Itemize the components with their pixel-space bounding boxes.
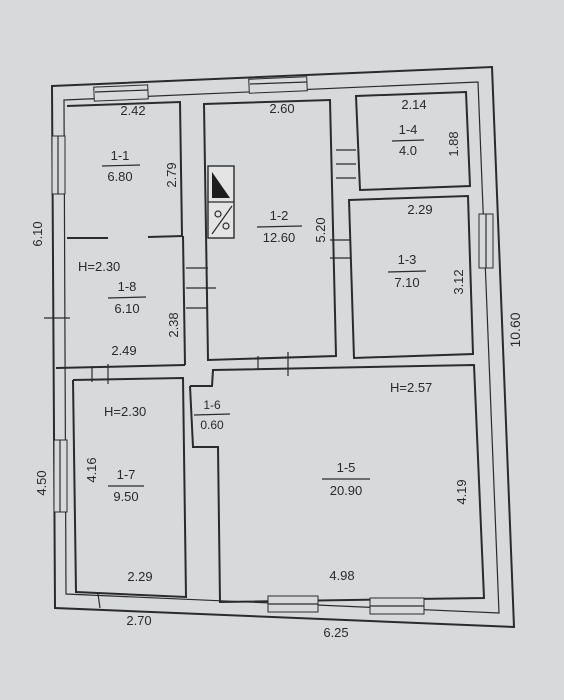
dim-4-19: 4.19 <box>454 479 469 504</box>
fraction-bars <box>101 139 427 487</box>
room-1-5-number: 1-5 <box>337 460 356 475</box>
walls <box>50 65 516 629</box>
dim-2-29-top: 2.29 <box>407 202 432 217</box>
chimney-icon <box>212 172 230 198</box>
dim-2-38: 2.38 <box>166 312 181 337</box>
wall-room-1-3 <box>347 194 475 360</box>
dim-6-25: 6.25 <box>323 625 348 640</box>
wall-room-1-4 <box>354 90 472 192</box>
height-room-1-5: H=2.57 <box>390 380 432 395</box>
fraction-bar-1-4 <box>391 139 425 142</box>
wall-room-1-1 <box>66 100 183 237</box>
dim-10-60: 10.60 <box>507 312 523 347</box>
room-1-7-number: 1-7 <box>117 467 136 482</box>
room-1-4-area: 4.0 <box>399 143 417 158</box>
dim-2-60: 2.60 <box>269 101 294 116</box>
window-top-1-1 <box>93 84 149 102</box>
window-top-1-2 <box>248 76 308 94</box>
stove <box>207 165 235 239</box>
dim-4-50: 4.50 <box>34 470 49 495</box>
dim-2-49: 2.49 <box>111 343 136 358</box>
dim-2-79: 2.79 <box>164 162 179 187</box>
window-glass-line <box>94 89 149 93</box>
dim-2-29-bottom: 2.29 <box>127 569 152 584</box>
door-tick <box>97 593 101 609</box>
dimensions: 2.42 2.60 2.14 1.88 2.79 6.10 5.20 2.29 … <box>30 97 523 640</box>
dim-2-14: 2.14 <box>401 97 426 112</box>
fraction-bar-1-3 <box>387 270 427 273</box>
outer-wall <box>50 65 516 629</box>
room-1-2-number: 1-2 <box>270 208 289 223</box>
stove-diagonal <box>211 205 233 235</box>
fraction-bar-1-6 <box>193 413 231 416</box>
wall-1-8-1-7 <box>55 364 186 369</box>
door-ticks <box>44 149 356 609</box>
wall-room-1-2 <box>202 98 338 362</box>
fraction-bar-1-2 <box>256 225 303 228</box>
wall-room-1-7 <box>72 376 188 599</box>
fraction-bar-1-1 <box>101 164 141 167</box>
fraction-bar-1-8 <box>107 296 147 299</box>
outer-wall-inner-line <box>63 81 500 614</box>
wall-room-1-8-right <box>182 235 186 366</box>
room-1-4-number: 1-4 <box>399 122 418 137</box>
dim-6-10: 6.10 <box>30 221 45 246</box>
room-labels: 1-1 6.80 1-2 12.60 1-3 7.10 1-4 4.0 1-5 … <box>107 122 419 504</box>
room-1-3-number: 1-3 <box>398 252 417 267</box>
room-1-2-area: 12.60 <box>263 230 296 245</box>
dim-1-88: 1.88 <box>446 131 461 156</box>
dim-2-70: 2.70 <box>126 613 151 628</box>
ceiling-heights: H=2.30 H=2.30 H=2.57 <box>78 259 432 419</box>
room-1-7-area: 9.50 <box>113 489 138 504</box>
window-glass-line <box>249 81 308 85</box>
wall-1-1-1-8-right <box>147 235 184 238</box>
dim-2-42: 2.42 <box>120 103 145 118</box>
room-1-5-area: 20.90 <box>330 483 363 498</box>
height-room-1-7: H=2.30 <box>104 404 146 419</box>
height-room-1-8: H=2.30 <box>78 259 120 274</box>
room-1-8-number: 1-8 <box>118 279 137 294</box>
burner-icon <box>222 222 230 230</box>
burner-icon <box>214 210 222 218</box>
wall-room-1-5 <box>189 363 486 604</box>
room-1-6-number: 1-6 <box>203 398 221 412</box>
dim-4-16: 4.16 <box>84 457 99 482</box>
room-1-8-area: 6.10 <box>114 301 139 316</box>
dim-4-98: 4.98 <box>329 568 354 583</box>
room-1-6-area: 0.60 <box>200 418 224 432</box>
room-1-1-number: 1-1 <box>111 148 130 163</box>
dim-3-12: 3.12 <box>451 269 466 294</box>
dim-5-20: 5.20 <box>313 217 328 242</box>
room-1-3-area: 7.10 <box>394 275 419 290</box>
windows <box>51 76 494 615</box>
room-1-1-area: 6.80 <box>107 169 132 184</box>
